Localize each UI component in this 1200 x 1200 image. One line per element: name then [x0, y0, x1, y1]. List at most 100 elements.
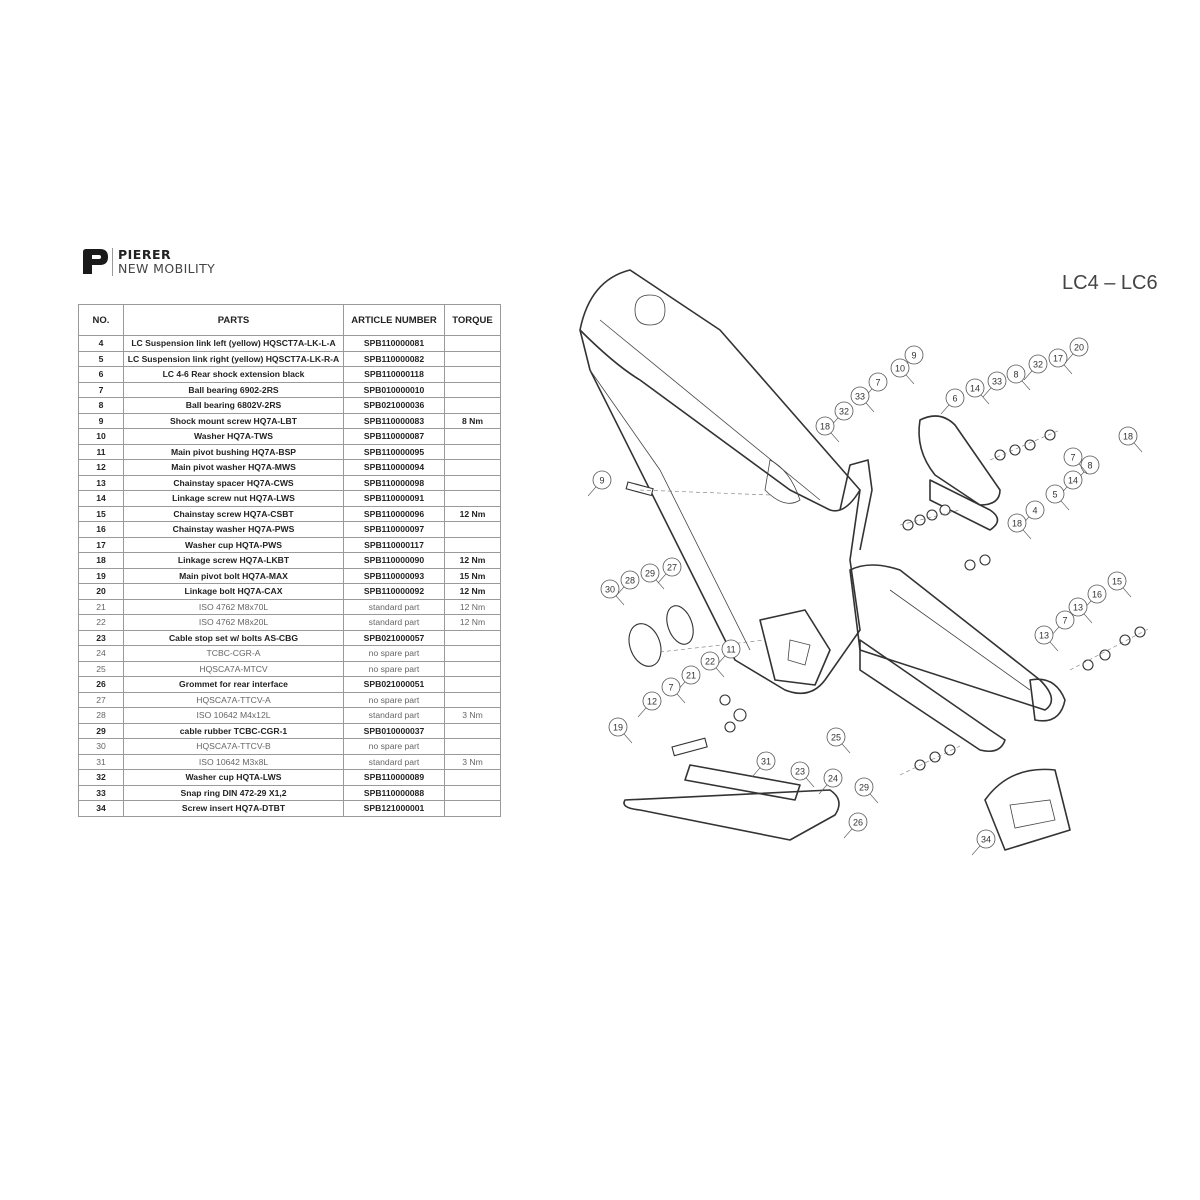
- diagram-title: LC4 – LC6: [1062, 272, 1158, 294]
- cell-torque: 3 Nm: [444, 707, 501, 724]
- callout-4: 4: [1020, 500, 1045, 527]
- main-frame: [579, 269, 873, 695]
- header-no: NO.: [78, 304, 124, 336]
- cell-article-number: SPB110000083: [343, 412, 445, 429]
- cell-article-number: SPB010000037: [343, 722, 445, 739]
- cell-article-number: SPB110000118: [343, 366, 445, 383]
- cell-part: LC 4-6 Rear shock extension black: [123, 366, 344, 383]
- callout-circle: [640, 563, 660, 583]
- cell-torque: [444, 784, 501, 801]
- cell-torque: [444, 366, 501, 383]
- callout-circle: [1006, 364, 1026, 384]
- cell-torque: [444, 769, 501, 786]
- cell-part: HQSCA7A-TTCV-A: [123, 691, 344, 708]
- callout-circle: [854, 777, 874, 797]
- cell-torque: [444, 536, 501, 553]
- cell-article-number: SPB110000087: [343, 428, 445, 445]
- cell-torque: [444, 676, 501, 693]
- callout-label: 9: [911, 351, 916, 361]
- callout-circle: [987, 371, 1007, 391]
- cell-article-number: SPB110000094: [343, 459, 445, 476]
- callout-22: 22: [700, 651, 725, 678]
- callout-circle: [756, 751, 776, 771]
- cell-no: 16: [78, 521, 124, 538]
- callout-circle: [945, 388, 965, 408]
- callout-34: 34: [971, 829, 996, 856]
- cell-no: 30: [78, 738, 124, 755]
- pierer-logo: PIERER NEW MOBILITY: [80, 246, 260, 280]
- cell-torque: 12 Nm: [444, 505, 501, 522]
- callout-label: 18: [820, 422, 830, 432]
- callout-25: 25: [826, 727, 851, 754]
- cell-article-number: no spare part: [343, 691, 445, 708]
- callout-circle: [1045, 484, 1065, 504]
- callout-circle: [1063, 470, 1083, 490]
- callout-20: 20: [1064, 337, 1089, 364]
- cell-no: 8: [78, 397, 124, 414]
- cell-article-number: standard part: [343, 614, 445, 631]
- callout-10: 10: [890, 358, 915, 385]
- cell-no: 6: [78, 366, 124, 383]
- cell-torque: [444, 521, 501, 538]
- cell-part: Chainstay screw HQ7A-CSBT: [123, 505, 344, 522]
- logo-separator: [112, 248, 113, 276]
- cell-part: Shock mount screw HQ7A-LBT: [123, 412, 344, 429]
- cell-part: Washer cup HQTA-PWS: [123, 536, 344, 553]
- cell-article-number: SPB110000089: [343, 769, 445, 786]
- cell-no: 33: [78, 784, 124, 801]
- callout-circle: [1055, 610, 1075, 630]
- cell-part: Washer cup HQTA-LWS: [123, 769, 344, 786]
- callout-6: 6: [940, 388, 965, 415]
- callout-label: 4: [1032, 506, 1037, 516]
- callout-9: 9: [587, 470, 612, 497]
- callout-circle: [721, 639, 741, 659]
- cell-article-number: no spare part: [343, 738, 445, 755]
- cell-article-number: standard part: [343, 598, 445, 615]
- callout-label: 25: [831, 733, 841, 743]
- callout-13: 13: [1068, 597, 1093, 624]
- cell-no: 21: [78, 598, 124, 615]
- cell-part: ISO 10642 M4x12L: [123, 707, 344, 724]
- callout-18: 18: [815, 416, 840, 443]
- cell-article-number: SPB021000057: [343, 629, 445, 646]
- callout-label: 20: [1074, 343, 1084, 353]
- callout-9: 9: [899, 345, 924, 372]
- cell-no: 12: [78, 459, 124, 476]
- cell-no: 27: [78, 691, 124, 708]
- callout-label: 34: [981, 835, 991, 845]
- callout-circle: [681, 665, 701, 685]
- cell-no: 11: [78, 443, 124, 460]
- callout-label: 19: [613, 723, 623, 733]
- header-torque: TORQUE: [444, 304, 501, 336]
- cell-article-number: SPB110000092: [343, 583, 445, 600]
- callout-circle: [608, 717, 628, 737]
- cell-article-number: SPB110000098: [343, 474, 445, 491]
- cell-no: 23: [78, 629, 124, 646]
- callout-label: 21: [686, 671, 696, 681]
- callout-label: 7: [1070, 453, 1075, 463]
- cell-part: Ball bearing 6802V-2RS: [123, 397, 344, 414]
- callout-label: 7: [875, 378, 880, 388]
- callout-27: 27: [657, 557, 682, 584]
- cell-torque: 12 Nm: [444, 583, 501, 600]
- cell-part: Cable stop set w/ bolts AS-CBG: [123, 629, 344, 646]
- pierer-logo-mark-icon: [83, 249, 108, 274]
- callout-label: 14: [1068, 476, 1078, 486]
- cell-torque: 15 Nm: [444, 567, 501, 584]
- callout-circle: [592, 470, 612, 490]
- cell-torque: [444, 443, 501, 460]
- callout-label: 28: [625, 576, 635, 586]
- callout-label: 12: [647, 697, 657, 707]
- cell-no: 9: [78, 412, 124, 429]
- cell-article-number: SPB021000036: [343, 397, 445, 414]
- cell-article-number: SPB110000093: [343, 567, 445, 584]
- cell-article-number: SPB110000096: [343, 505, 445, 522]
